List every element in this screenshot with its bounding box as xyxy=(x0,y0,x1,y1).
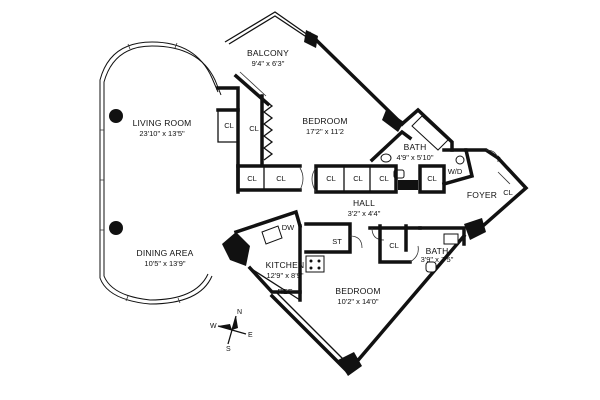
hall-closets xyxy=(311,148,475,194)
room-labels: BALCONY 9'4" x 6'3" LIVING ROOM 23'10" x… xyxy=(133,48,497,306)
foyer-label: FOYER xyxy=(467,190,497,200)
kitchen-outline xyxy=(233,209,363,302)
compass-n: N xyxy=(237,309,242,316)
living-room-label: LIVING ROOM xyxy=(133,118,192,128)
dining-area-dims: 10'5" x 13'9" xyxy=(144,259,185,268)
column-1 xyxy=(109,109,123,123)
hall-label: HALL xyxy=(353,198,375,208)
bedroom-1-label: BEDROOM xyxy=(302,116,347,126)
dishwasher-label: DW xyxy=(282,223,295,232)
closet-label-1: CL xyxy=(224,121,234,130)
dining-area-label: DINING AREA xyxy=(137,248,194,258)
bath-1-outline xyxy=(369,107,454,179)
compass-s: S xyxy=(226,346,231,353)
bath-2-outline xyxy=(378,224,466,273)
bedroom-1-outline xyxy=(236,30,405,192)
sink-1 xyxy=(380,153,392,163)
closet-label-2: CL xyxy=(249,124,259,133)
compass-e: E xyxy=(248,332,253,339)
closet-label-4: CL xyxy=(276,174,286,183)
stove xyxy=(305,255,325,273)
kitchen-sink xyxy=(261,225,283,245)
closet-label-10: CL xyxy=(389,241,399,250)
closet-label-9: CL xyxy=(503,188,513,197)
foyer-outline xyxy=(464,148,529,240)
toilet-2 xyxy=(425,261,437,273)
sink-2 xyxy=(443,233,459,245)
bedroom-2-outline xyxy=(269,226,467,376)
column-2 xyxy=(109,221,123,235)
closet-label-6: CL xyxy=(353,174,363,183)
living-room-dims: 23'10" x 13'5" xyxy=(139,129,185,138)
bath-2-label: BATH xyxy=(426,246,449,256)
storage-label: ST xyxy=(332,237,342,246)
balcony-label: BALCONY xyxy=(247,48,289,58)
bathtub xyxy=(411,115,449,151)
bedroom-2-dims: 10'2" x 14'0" xyxy=(337,297,378,306)
kitchen-dims: 12'9" x 8'9" xyxy=(267,271,304,280)
wd-label: W/D xyxy=(448,167,463,176)
compass: N E S W xyxy=(210,309,253,353)
compass-w: W xyxy=(210,323,217,330)
closet-label-7: CL xyxy=(379,174,389,183)
hall-dims: 3'2" x 4'4" xyxy=(348,209,381,218)
closet-label-5: CL xyxy=(326,174,336,183)
fixture-labels: CL CL CL CL CL CL CL CL CL CL W/D DW ST … xyxy=(224,121,513,296)
bedroom-2-label: BEDROOM xyxy=(335,286,380,296)
balcony-dims: 9'4" x 6'3" xyxy=(252,59,285,68)
closet-label-3: CL xyxy=(247,174,257,183)
bath-1-dims: 4'9" x 5'10" xyxy=(397,153,434,162)
bath-2-dims: 3'9" x 7'5" xyxy=(421,255,454,264)
closet-label-8: CL xyxy=(427,174,437,183)
bath-1-label: BATH xyxy=(404,142,427,152)
kitchen-label: KITCHEN xyxy=(266,260,305,270)
bedroom-1-dims: 17'2" x 11'2 xyxy=(306,127,344,136)
refrigerator-label: REF xyxy=(278,287,293,296)
